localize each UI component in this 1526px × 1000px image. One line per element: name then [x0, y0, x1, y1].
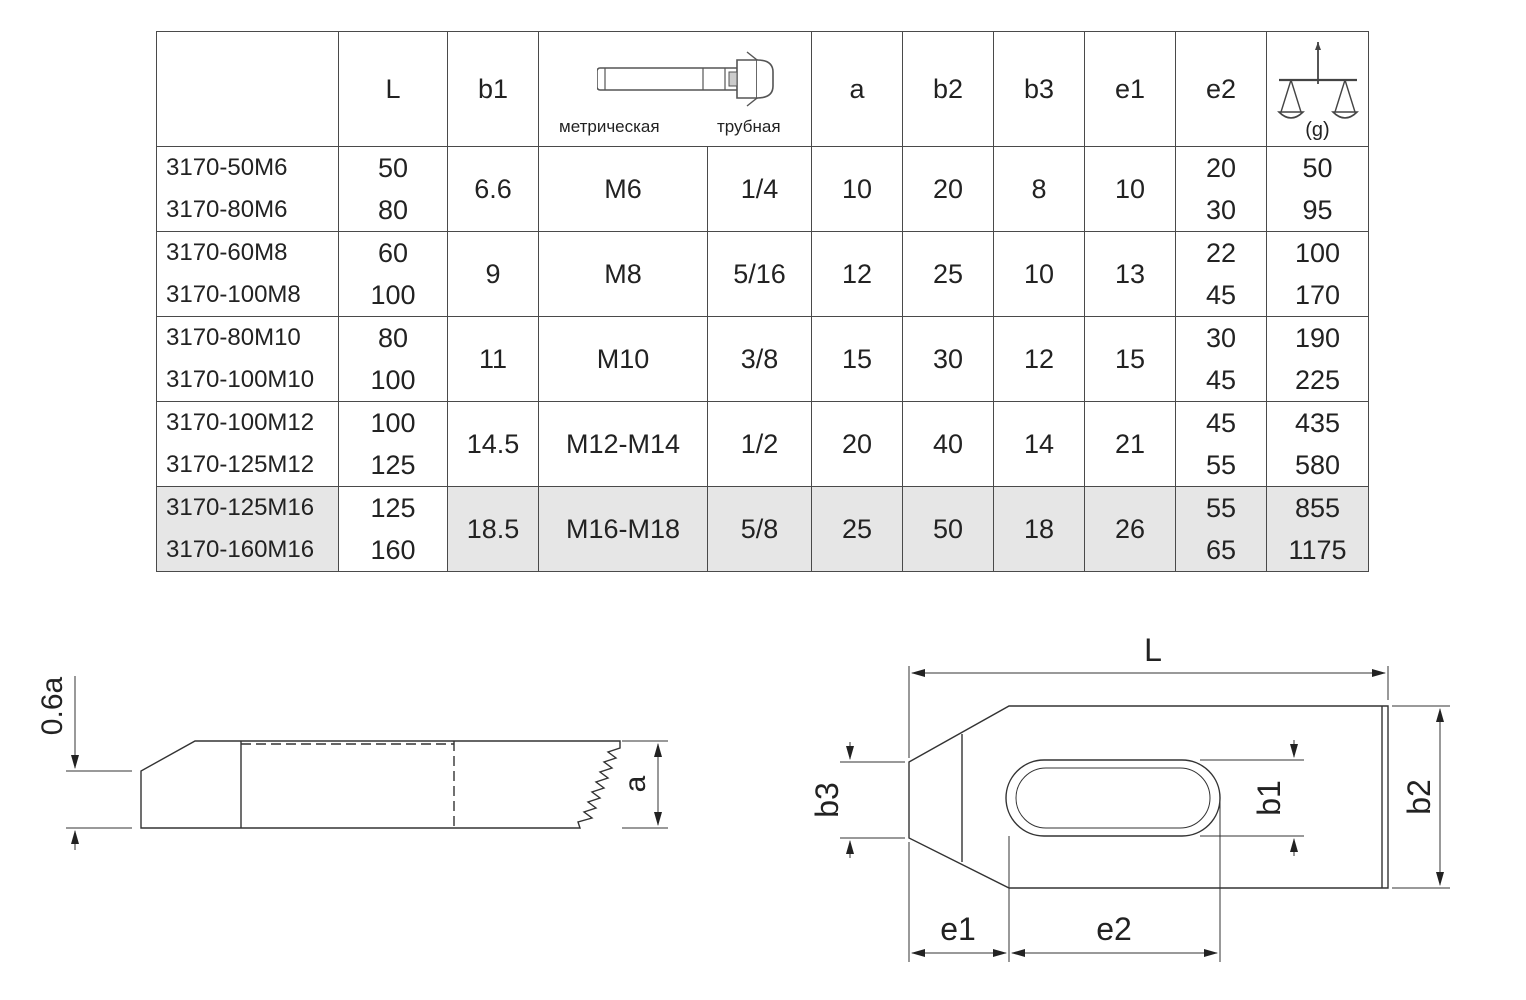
cell-b3: 18: [993, 486, 1085, 572]
header-a: a: [811, 31, 903, 147]
cell-b1: 11: [447, 316, 539, 402]
cell-b3: 10: [993, 231, 1085, 317]
cell-a: 20: [811, 401, 903, 487]
top-view: [840, 666, 1450, 962]
cell-b2: 25: [902, 231, 994, 317]
cell-e1: 21: [1084, 401, 1176, 487]
cell-pipe: 5/16: [707, 231, 812, 317]
header-thread-pipe: трубная: [717, 117, 781, 136]
header-thread: метрическая трубная: [538, 31, 812, 147]
cell-a: 12: [811, 231, 903, 317]
cell-pipe: 1/4: [707, 146, 812, 232]
header-b2: b2: [902, 31, 994, 147]
cell-metric: M12-M14: [538, 401, 708, 487]
cell-b3: 8: [993, 146, 1085, 232]
dimension-table: L b1 метрическая трубная: [156, 31, 1369, 572]
dim-label-a: a: [619, 775, 652, 792]
cell-metric: M16-M18: [538, 486, 708, 572]
dim-label-L: L: [1144, 632, 1162, 668]
cell-b1: 6.6: [447, 146, 539, 232]
cell-e1: 26: [1084, 486, 1176, 572]
header-row: L b1 метрическая трубная: [156, 31, 1369, 147]
side-view: [66, 676, 668, 850]
header-b3: b3: [993, 31, 1085, 147]
cell-b1: 18.5: [447, 486, 539, 572]
dim-label-b3: b3: [809, 782, 845, 818]
dim-label-0-6a: 0.6a: [36, 676, 69, 735]
cell-b2: 30: [902, 316, 994, 402]
cell-a: 10: [811, 146, 903, 232]
cell-metric: M8: [538, 231, 708, 317]
dim-label-e1: e1: [940, 911, 976, 947]
balance-scale-icon: [1277, 42, 1359, 119]
cell-e1: 10: [1084, 146, 1176, 232]
cell-e1: 15: [1084, 316, 1176, 402]
cell-b3: 14: [993, 401, 1085, 487]
dim-label-b2: b2: [1401, 779, 1437, 815]
cell-metric: M6: [538, 146, 708, 232]
bolt-icon: [597, 51, 774, 107]
header-code: [156, 31, 339, 147]
header-weight: (g): [1266, 31, 1369, 147]
cell-pipe: 5/8: [707, 486, 812, 572]
cell-b2: 50: [902, 486, 994, 572]
dim-label-e2: e2: [1096, 911, 1132, 947]
header-thread-metric: метрическая: [559, 117, 660, 136]
cell-b2: 40: [902, 401, 994, 487]
header-e2: e2: [1175, 31, 1267, 147]
header-weight-unit: (g): [1305, 119, 1330, 141]
dim-label-b1: b1: [1251, 780, 1287, 816]
cell-metric: M10: [538, 316, 708, 402]
cell-b3: 12: [993, 316, 1085, 402]
